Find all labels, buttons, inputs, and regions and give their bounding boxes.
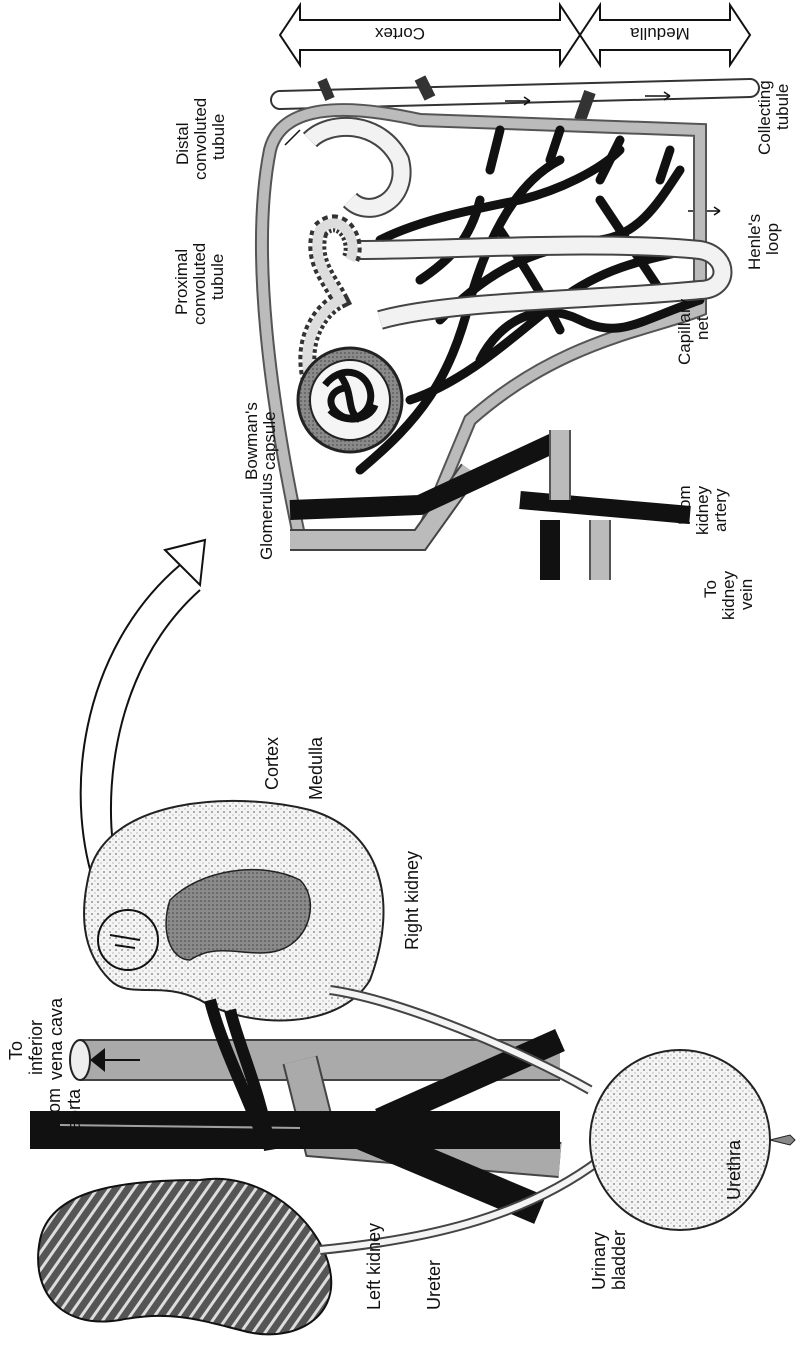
urethra-label: Urethra xyxy=(724,1139,744,1200)
urinary-bladder-label-1: Urinary xyxy=(589,1232,609,1290)
left-kidney xyxy=(38,1179,331,1335)
proximal-label-2: convoluted xyxy=(190,243,209,325)
cortex-band-arrow xyxy=(280,5,580,65)
to-vena-cava-label-3: vena cava xyxy=(46,997,66,1080)
capillary-net-label-1: Capillary xyxy=(675,298,694,365)
from-kidney-artery-label-3: artery xyxy=(711,488,730,532)
bowmans-label-2: capsule xyxy=(260,411,279,470)
from-kidney-artery-label-2: kidney xyxy=(693,485,712,535)
from-aorta-label-1: From xyxy=(44,1088,64,1130)
right-kidney-label: Right kidney xyxy=(402,851,422,950)
to-kidney-vein-label-3: vein xyxy=(737,579,756,610)
distal-label-3: tubule xyxy=(209,114,228,160)
distal-tubule xyxy=(310,127,402,208)
to-kidney-vein-label-1: To xyxy=(701,580,720,598)
bowmans-label-1: Bowman's xyxy=(242,402,261,480)
proximal-label-1: Proximal xyxy=(172,249,191,315)
left-kidney-label: Left kidney xyxy=(364,1223,384,1310)
henles-loop-label-1: Henle's xyxy=(745,214,764,270)
from-aorta-label-2: aorta xyxy=(64,1088,84,1130)
cortex-label: Cortex xyxy=(262,737,282,790)
henles-loop-label-2: loop xyxy=(763,223,782,255)
to-vena-cava-label-2: inferior xyxy=(26,1020,46,1075)
medulla-label: Medulla xyxy=(306,736,326,800)
capillary-net-label-2: net xyxy=(693,316,712,340)
to-vena-cava-label-1: To xyxy=(6,1041,26,1060)
to-kidney-vein-label-2: kidney xyxy=(719,570,738,620)
from-kidney-artery-label-1: From xyxy=(675,485,694,525)
collecting-label-1: Collecting xyxy=(755,80,774,155)
glomerulus-label: Glomerulus xyxy=(257,473,276,560)
distal-label-1: Distal xyxy=(173,122,192,165)
band-medulla-label: Medulla xyxy=(630,24,690,43)
distal-label-2: convoluted xyxy=(191,98,210,180)
collecting-label-2: tubule xyxy=(773,84,792,130)
urinary-bladder xyxy=(590,1050,795,1230)
urinary-bladder-label-2: bladder xyxy=(609,1230,629,1290)
band-cortex-label: Cortex xyxy=(374,24,425,43)
proximal-label-3: tubule xyxy=(208,254,227,300)
ureter-label: Ureter xyxy=(424,1260,444,1310)
